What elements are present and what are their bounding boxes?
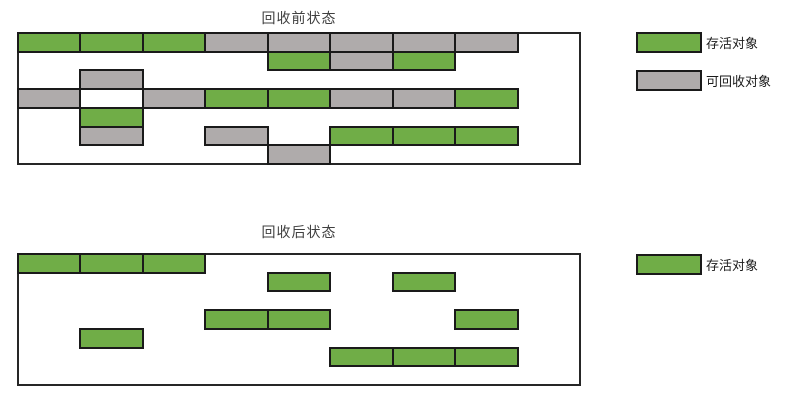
recyclable-object-block [329, 32, 394, 53]
live-object-swatch [636, 32, 702, 53]
recyclable-object-block [392, 88, 456, 109]
live-object-block [329, 126, 394, 146]
recyclable-object-block [204, 32, 269, 53]
recyclable-object-block [454, 32, 519, 53]
recyclable-object-block [267, 32, 331, 53]
live-object-block [267, 88, 331, 109]
live-object-block [454, 309, 519, 330]
legend-item-live: 存活对象 [636, 32, 771, 53]
live-object-block [17, 32, 81, 53]
legend-label-live: 存活对象 [706, 36, 759, 51]
recyclable-object-block [267, 144, 331, 165]
legend-label-recyclable: 可回收对象 [706, 74, 772, 89]
live-object-block [267, 51, 331, 71]
live-object-block [392, 347, 456, 367]
live-object-block [392, 272, 456, 292]
live-object-block [454, 126, 519, 146]
memory-region-after [17, 253, 581, 386]
recyclable-object-block [17, 88, 81, 109]
recyclable-object-block [79, 126, 144, 146]
live-object-swatch [636, 254, 702, 275]
live-object-block [79, 32, 144, 53]
legend-item-live: 存活对象 [636, 254, 758, 275]
recyclable-object-block [392, 32, 456, 53]
live-object-block [79, 253, 144, 274]
recyclable-object-swatch [636, 70, 702, 91]
live-object-block [267, 272, 331, 292]
before-gc-title: 回收前状态 [261, 10, 337, 26]
live-object-block [454, 347, 519, 367]
live-object-block [267, 309, 331, 330]
live-object-block [142, 253, 206, 274]
recyclable-object-block [79, 69, 144, 90]
after-gc-title: 回收后状态 [261, 224, 337, 240]
live-object-block [17, 253, 81, 274]
live-object-block [329, 347, 394, 367]
live-object-block [204, 309, 269, 330]
live-object-block [204, 88, 269, 109]
live-object-block [142, 32, 206, 53]
legend-after: 存活对象 [636, 254, 758, 292]
legend-before: 存活对象 可回收对象 [636, 32, 771, 108]
recyclable-object-block [329, 88, 394, 109]
legend-label-live: 存活对象 [706, 258, 759, 273]
memory-region-before [17, 32, 581, 165]
live-object-block [454, 88, 519, 109]
live-object-block [392, 51, 456, 71]
recyclable-object-block [329, 51, 394, 71]
live-object-block [79, 328, 144, 349]
recyclable-object-block [142, 88, 206, 109]
legend-item-recyclable: 可回收对象 [636, 70, 771, 91]
recyclable-object-block [204, 126, 269, 146]
live-object-block [392, 126, 456, 146]
live-object-block [79, 107, 144, 128]
